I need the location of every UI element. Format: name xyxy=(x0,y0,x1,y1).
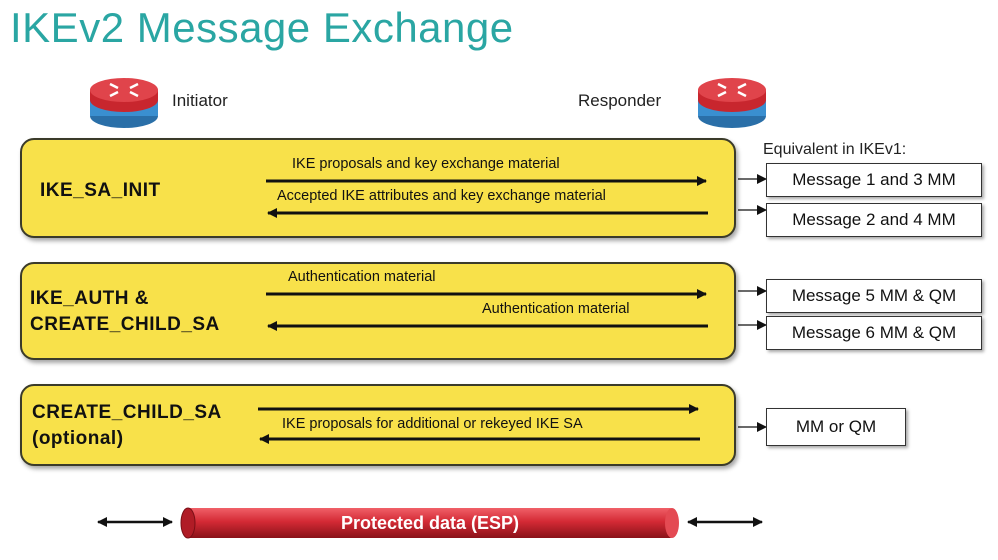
message-label: IKE proposals for additional or rekeyed … xyxy=(282,416,583,432)
arrow-left xyxy=(267,321,708,331)
exchange-panel-create-child-sa xyxy=(20,384,736,466)
exchange-panel-ike-sa-init xyxy=(20,138,736,238)
page-title: IKEv2 Message Exchange xyxy=(10,4,514,51)
arrow-left xyxy=(259,434,700,444)
connector-arrow xyxy=(738,320,767,330)
ikev1-equivalent-header: Equivalent in IKEv1: xyxy=(763,141,907,158)
phase-label: CREATE_CHILD_SA (optional) xyxy=(32,402,222,449)
message-label: Authentication material xyxy=(482,301,630,317)
esp-label: Protected data (ESP) xyxy=(340,512,520,533)
message-label: Accepted IKE attributes and key exchange… xyxy=(277,188,606,204)
phase-label: IKE_SA_INIT xyxy=(40,180,161,201)
arrow-right xyxy=(258,404,699,414)
arrow-left xyxy=(267,208,708,218)
esp-tunnel xyxy=(180,507,679,539)
arrow-right xyxy=(266,289,707,299)
connector-arrow xyxy=(738,422,767,432)
message-label: Authentication material xyxy=(288,269,436,285)
ikev1-equivalent-box: Message 1 and 3 MM xyxy=(766,163,982,197)
double-arrow xyxy=(97,517,173,527)
router-icon xyxy=(90,78,158,128)
connector-arrow xyxy=(738,174,767,184)
arrow-right xyxy=(266,176,707,186)
ikev1-equivalent-box: Message 6 MM & QM xyxy=(766,316,982,350)
phase-label: IKE_AUTH & CREATE_CHILD_SA xyxy=(30,288,220,335)
connector-arrow xyxy=(738,205,767,215)
responder-label: Responder xyxy=(578,91,662,110)
exchange-panel-ike-auth xyxy=(20,262,736,360)
router-icon xyxy=(698,78,766,128)
connector-arrow xyxy=(738,286,767,296)
double-arrow xyxy=(687,517,763,527)
message-label: IKE proposals and key exchange material xyxy=(292,156,560,172)
ikev1-equivalent-box: Message 2 and 4 MM xyxy=(766,203,982,237)
initiator-label: Initiator xyxy=(172,91,228,110)
ikev1-equivalent-box: MM or QM xyxy=(766,408,906,446)
ikev1-equivalent-box: Message 5 MM & QM xyxy=(766,279,982,313)
